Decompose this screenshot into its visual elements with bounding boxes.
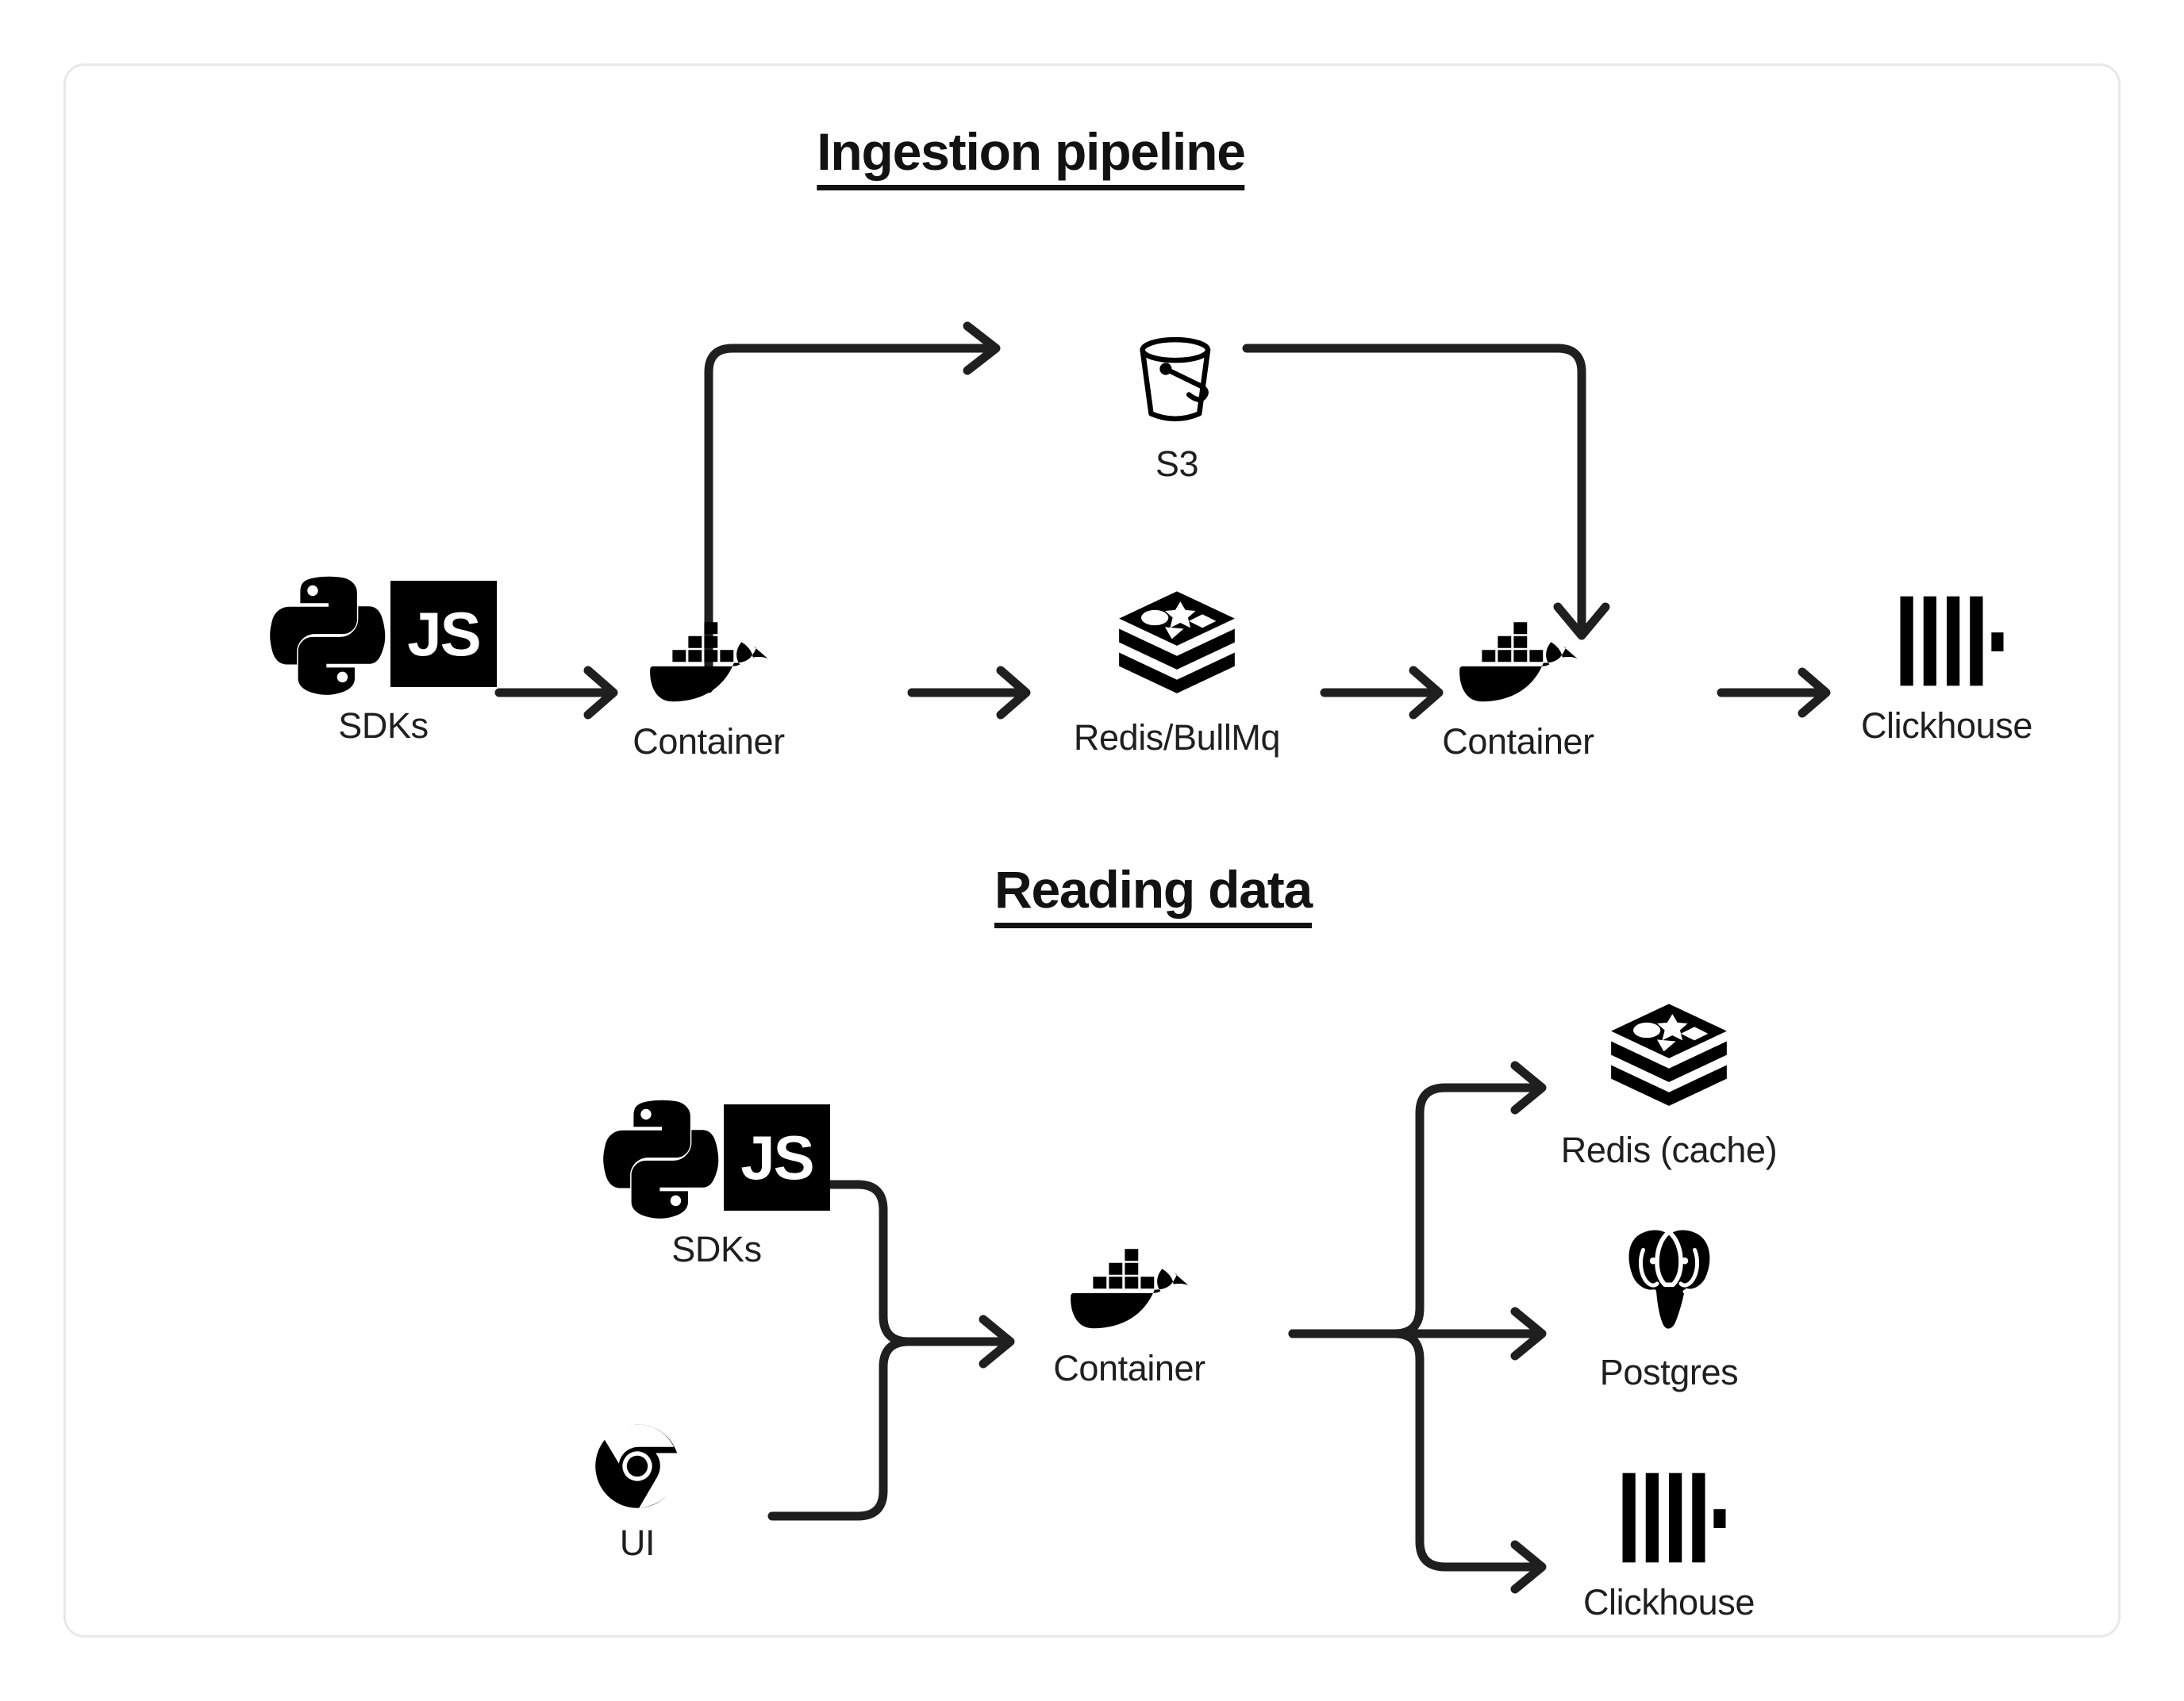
- node-redis-bullmq-label: Redis/BullMq: [1073, 717, 1281, 758]
- clickhouse-bars-icon: [1780, 574, 2113, 693]
- node-postgres-label: Postgres: [1599, 1352, 1739, 1392]
- javascript-icon: JS: [724, 1104, 830, 1211]
- node-clickhouse-read-label: Clickhouse: [1582, 1582, 1755, 1622]
- node-sdks-label: SDKs: [338, 705, 429, 746]
- python-icon: [270, 576, 386, 695]
- node-container-ingest-2[interactable]: Container: [1352, 589, 1685, 762]
- node-clickhouse-read[interactable]: Clickhouse: [1502, 1450, 1836, 1623]
- python-js-sdk-icon: JS: [550, 1097, 883, 1219]
- node-clickhouse-ingest-label: Clickhouse: [1860, 705, 2033, 746]
- chrome-browser-icon: [471, 1391, 804, 1510]
- diagram-canvas: Ingestion pipeline: [63, 63, 2121, 1638]
- node-clickhouse-ingest[interactable]: Clickhouse: [1780, 574, 2113, 747]
- docker-whale-icon: [1352, 589, 1685, 708]
- section-title-ingestion: Ingestion pipeline: [817, 121, 1246, 190]
- postgres-elephant-icon: [1502, 1220, 1836, 1339]
- docker-whale-icon: [542, 589, 875, 708]
- node-container-ingest-2-label: Container: [1442, 721, 1594, 762]
- docker-whale-icon: [963, 1216, 1296, 1335]
- section-title-reading-text: Reading data: [994, 859, 1313, 928]
- redis-stack-icon: [1463, 998, 1875, 1117]
- node-sdks-read[interactable]: JS SDKs: [550, 1097, 883, 1270]
- node-container-read[interactable]: Container: [963, 1216, 1296, 1389]
- section-title-ingestion-text: Ingestion pipeline: [817, 121, 1246, 190]
- node-sdks[interactable]: JS SDKs: [217, 574, 550, 747]
- python-js-sdk-icon: JS: [217, 574, 550, 695]
- node-ui-label: UI: [619, 1522, 656, 1563]
- javascript-icon: JS: [390, 581, 497, 687]
- node-postgres[interactable]: Postgres: [1502, 1220, 1836, 1393]
- section-title-reading: Reading data: [994, 859, 1313, 928]
- node-container-ingest-1-label: Container: [633, 721, 785, 762]
- node-redis-cache[interactable]: Redis (cache): [1463, 998, 1875, 1171]
- node-s3-label: S3: [1155, 443, 1199, 484]
- clickhouse-bars-icon: [1502, 1450, 1836, 1569]
- node-redis-bullmq[interactable]: Redis/BullMq: [971, 586, 1383, 758]
- node-container-read-label: Container: [1053, 1348, 1205, 1388]
- node-ui[interactable]: UI: [471, 1391, 804, 1564]
- redis-stack-icon: [971, 586, 1383, 705]
- node-sdks-read-label: SDKs: [671, 1229, 762, 1269]
- s3-bucket-icon: [1010, 320, 1344, 431]
- python-icon: [603, 1100, 719, 1219]
- node-container-ingest-1[interactable]: Container: [542, 589, 875, 762]
- node-s3[interactable]: S3: [1010, 320, 1344, 485]
- node-redis-cache-label: Redis (cache): [1560, 1130, 1778, 1170]
